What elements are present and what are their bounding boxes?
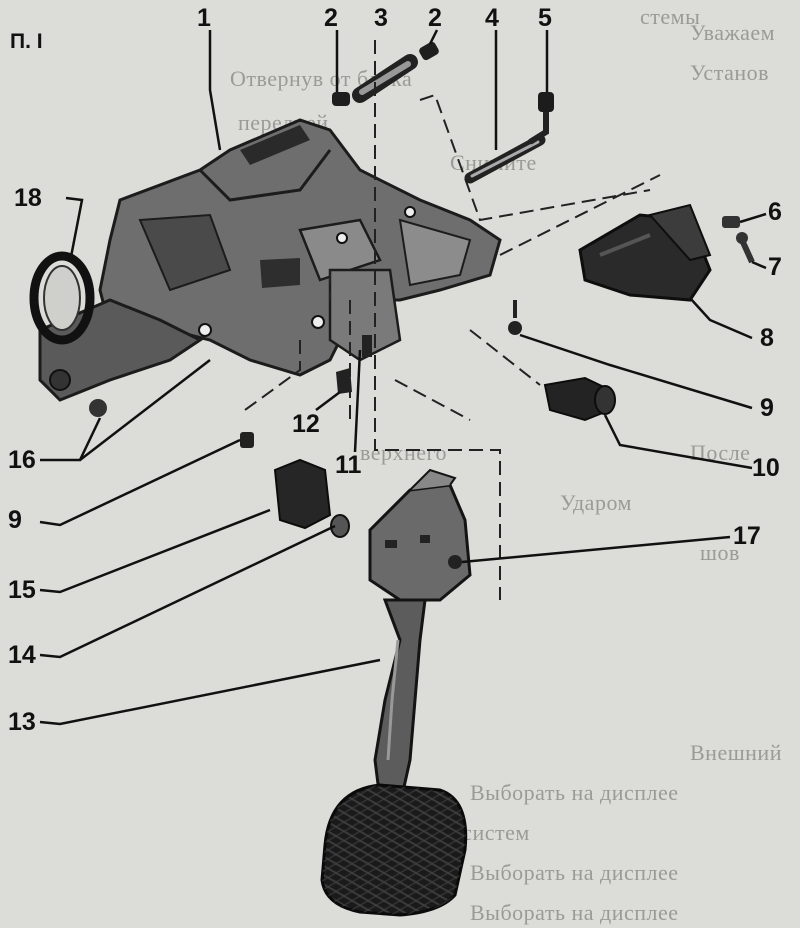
callout-3: 3 (374, 4, 388, 32)
cap-14 (330, 514, 350, 538)
callout-9-left: 9 (8, 506, 22, 534)
pedal-sensor-module-8 (578, 203, 712, 302)
screw-7 (736, 232, 755, 264)
callout-11: 11 (335, 451, 362, 479)
callout-4: 4 (485, 4, 499, 32)
bg-text-line: Уважаем (690, 20, 776, 45)
bg-text-line: После (690, 440, 751, 465)
bg-text-line: Выборать на дисплее (470, 780, 679, 805)
bg-text-line: Выборать на дисплее (470, 860, 679, 885)
callout-5: 5 (538, 4, 552, 32)
callout-8: 8 (760, 324, 774, 352)
bg-text-line: шов (700, 540, 740, 565)
callout-18: 18 (14, 184, 42, 212)
bg-text-line: Установ (690, 60, 770, 85)
bushing-11 (362, 335, 372, 357)
callout-2-right: 2 (428, 4, 442, 32)
bg-text-line: Ударом (560, 490, 632, 515)
callout-16: 16 (8, 446, 36, 474)
screw-6 (722, 216, 740, 228)
pedal-bracket (38, 118, 502, 402)
callout-9-right: 9 (760, 394, 774, 422)
callout-12: 12 (292, 410, 320, 438)
bolt-9-right (508, 300, 522, 335)
figure-label: П. I (10, 30, 43, 53)
pin-4 (464, 134, 546, 184)
clip-5 (528, 92, 554, 145)
pedal-lever-13 (368, 468, 472, 807)
callout-15: 15 (8, 576, 36, 604)
spring-3 (352, 54, 418, 103)
stop-15 (273, 458, 332, 530)
bushing-2-right (419, 41, 439, 61)
bg-text-line: стемы (640, 4, 701, 29)
bg-text-line: Внешний (690, 740, 782, 765)
bushing-ring-18 (29, 251, 95, 345)
clip-12 (336, 368, 352, 394)
bushing-2-left (332, 92, 350, 106)
callout-13: 13 (8, 708, 36, 736)
pedal-pad (320, 783, 468, 917)
bg-text-line: Выборать на дисплее (470, 900, 679, 925)
brake-light-switch-10 (543, 376, 616, 422)
nut-16 (89, 399, 107, 417)
callout-10: 10 (752, 454, 780, 482)
callout-2-left: 2 (324, 4, 338, 32)
assembly-dash-lines (244, 40, 661, 600)
bolt-9-left (240, 432, 254, 448)
callout-17: 17 (733, 522, 761, 550)
callout-14: 14 (8, 641, 36, 669)
callout-7: 7 (768, 253, 782, 281)
callout-1: 1 (197, 4, 211, 32)
leader-lines (39, 29, 767, 726)
callout-6: 6 (768, 198, 782, 226)
